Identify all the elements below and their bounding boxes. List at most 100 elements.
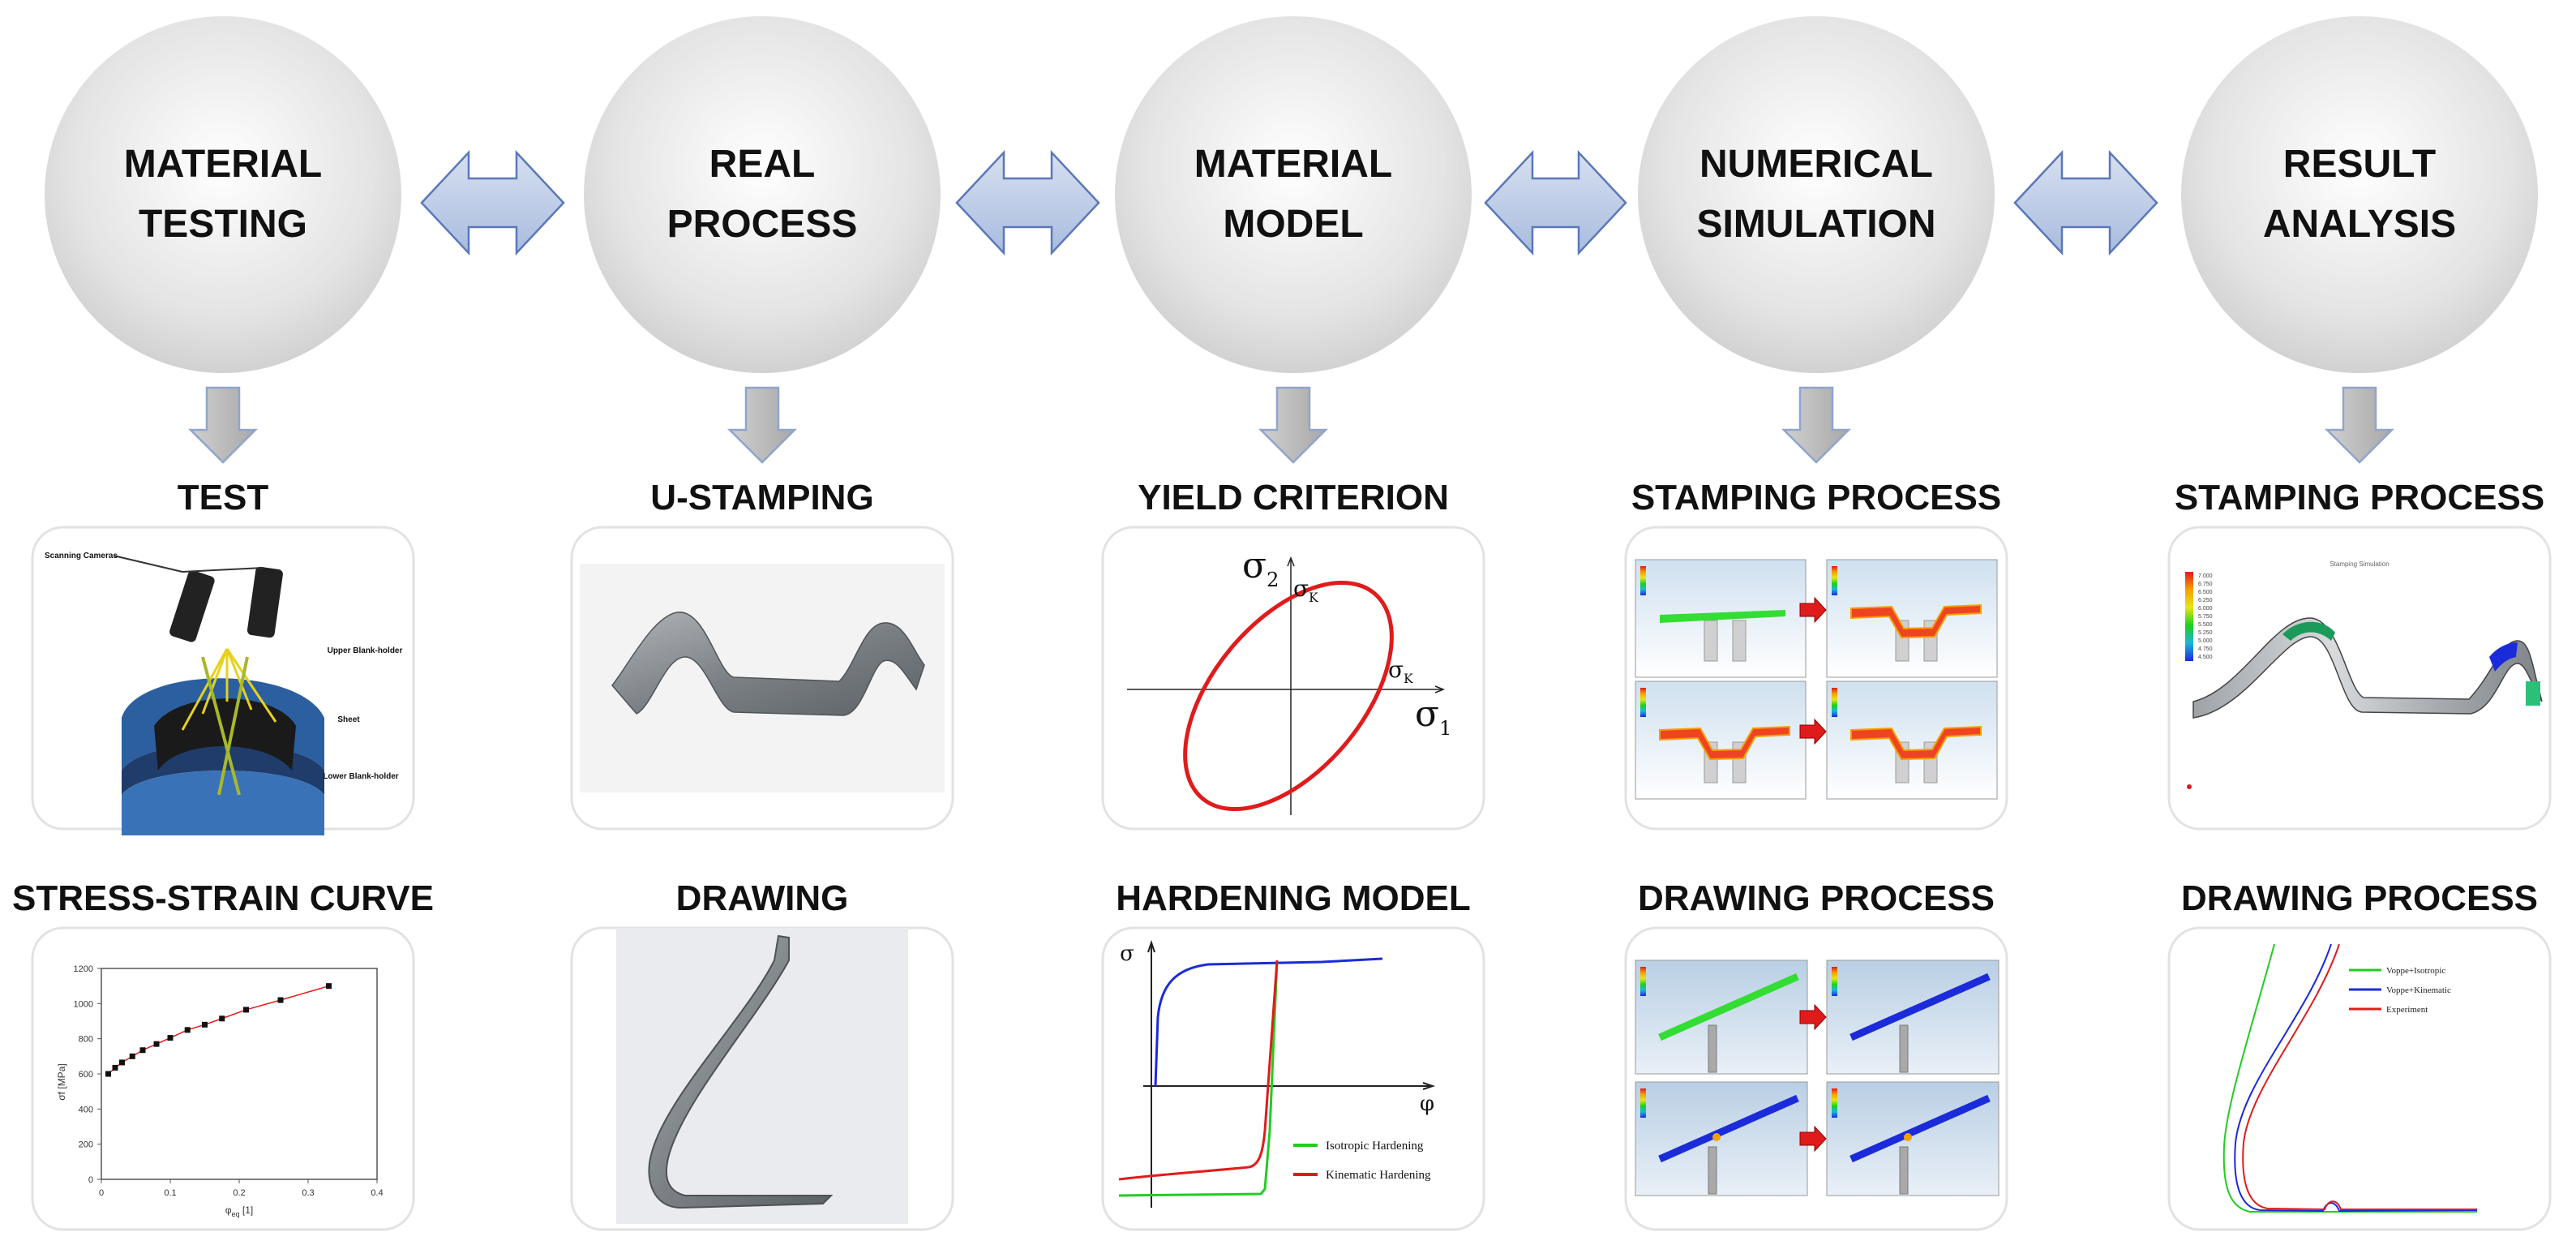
double-arrow-icon <box>955 149 1100 256</box>
panel-frame <box>1101 926 1485 1231</box>
y-tick-label: 600 <box>79 1070 93 1080</box>
legend-label: Voppe+Kinematic <box>2386 985 2451 995</box>
y-tick-label: 1000 <box>74 999 93 1009</box>
panel-frame <box>1101 526 1485 831</box>
panel-heading: STRESS-STRAIN CURVE <box>12 878 434 918</box>
label-lower-holder: Lower Blank-holder <box>323 772 398 781</box>
stage-title-line: MATERIAL <box>124 143 322 186</box>
color-scale <box>2185 572 2193 661</box>
panel-drawing-photo <box>616 928 908 1224</box>
sim-viewport <box>1826 681 1998 800</box>
isotropic-curve <box>1118 960 1279 1197</box>
loading-curve <box>1154 957 1383 1087</box>
camera-icon <box>169 570 215 642</box>
right-arrow-icon <box>1799 596 1827 624</box>
x-tick-label: 0.1 <box>164 1188 176 1198</box>
camera-icon <box>246 566 283 638</box>
scale-value: 6.250 <box>2198 598 2213 603</box>
camera-ray <box>225 648 277 723</box>
panel-frame <box>2167 926 2552 1231</box>
formed-sheet <box>1659 725 1790 761</box>
x-axis-label: φeq [1] <box>225 1204 253 1218</box>
data-point <box>139 1047 146 1054</box>
stamped-result-part <box>2192 617 2543 719</box>
panel-heading: YIELD CRITERION <box>1138 478 1449 517</box>
data-point <box>119 1059 125 1066</box>
sim-viewport <box>1826 1081 2000 1196</box>
u-stamped-part <box>611 612 925 716</box>
drawn-strip <box>1849 972 1991 1041</box>
connectors-layer <box>420 149 2158 256</box>
strain-hotspot <box>1904 1133 1912 1141</box>
color-scale <box>1640 566 1646 595</box>
label-upper-holder: Upper Blank-holder <box>328 646 403 655</box>
x-axis-unit: [1] <box>240 1204 254 1216</box>
panel-heading: DRAWING PROCESS <box>2181 878 2538 918</box>
panel-heading: DRAWING PROCESS <box>1638 878 1995 918</box>
x-tick-label: 0.3 <box>302 1188 314 1198</box>
down-arrow-icon <box>187 386 259 464</box>
panel-sim-drawing <box>1635 960 2000 1196</box>
label-sheet: Sheet <box>337 715 360 724</box>
stage-circle <box>1115 16 1472 373</box>
stage-title-line: RESULT <box>2283 143 2436 186</box>
scale-value: 6.500 <box>2198 590 2213 595</box>
stage-title-line: MODEL <box>1223 203 1363 246</box>
right-arrow-icon <box>1799 1003 1827 1031</box>
sim-viewport <box>1635 960 1808 1075</box>
scale-value: 4.500 <box>2198 655 2213 660</box>
sigma-1-label-symbol: σ <box>1415 693 1439 735</box>
stage-title-line: TESTING <box>139 203 307 246</box>
y-tick-label: 0 <box>88 1175 93 1185</box>
color-scale <box>1832 967 1837 996</box>
y-tick-label: 1200 <box>74 964 93 974</box>
x-axis-symbol: φ <box>225 1204 232 1216</box>
sigma-1-label-subscript: 1 <box>1439 717 1451 740</box>
color-scale <box>1640 688 1646 717</box>
stage-circle <box>45 16 401 373</box>
stage-title-line: PROCESS <box>667 203 858 246</box>
stage-circle <box>2181 16 2538 373</box>
drawn-strip <box>1658 972 1799 1041</box>
data-point <box>167 1035 174 1041</box>
isotropic-result-curve <box>2222 943 2477 1213</box>
legend-label: Experiment <box>2386 1005 2428 1015</box>
legend-label: Kinematic Hardening <box>1326 1169 1431 1182</box>
drawn-strip <box>1849 1094 1991 1163</box>
panel-heading: HARDENING MODEL <box>1116 878 1471 918</box>
x-tick-label: 0.2 <box>233 1188 245 1198</box>
sigma-k-right-label-symbol: σ <box>1388 656 1404 683</box>
down-arrow-icon <box>1781 386 1852 464</box>
double-arrow-icon <box>1484 149 1627 256</box>
camera-ray <box>201 648 229 715</box>
panel-frame <box>31 926 415 1231</box>
drawn-strip <box>1658 1094 1799 1163</box>
down-arrow-icon <box>727 386 798 464</box>
data-point <box>243 1007 249 1013</box>
panel-sim-stamping <box>1635 559 1998 800</box>
sigma-2-label-subscript: 2 <box>1267 569 1279 591</box>
x-axis-arrow <box>1434 685 1446 693</box>
panel-heading: DRAWING <box>676 878 849 918</box>
scale-value: 7.000 <box>2198 573 2213 579</box>
color-scale <box>1640 967 1646 996</box>
down-arrow-icon <box>2324 386 2395 464</box>
camera-ray <box>225 648 253 711</box>
yield-locus <box>1183 580 1394 812</box>
sigma-k-top-label-symbol: σ <box>1293 575 1309 602</box>
stage-title-line: REAL <box>709 143 816 186</box>
sigma-k-top-label-subscript: K <box>1309 590 1318 605</box>
drawn-strip <box>648 934 834 1209</box>
strain-zone <box>2489 642 2518 672</box>
scale-value: 4.750 <box>2198 646 2213 652</box>
data-point <box>153 1041 160 1047</box>
y-tick-label: 200 <box>79 1140 93 1150</box>
panel-heading: STAMPING PROCESS <box>2175 478 2544 517</box>
laser-line <box>201 656 241 796</box>
